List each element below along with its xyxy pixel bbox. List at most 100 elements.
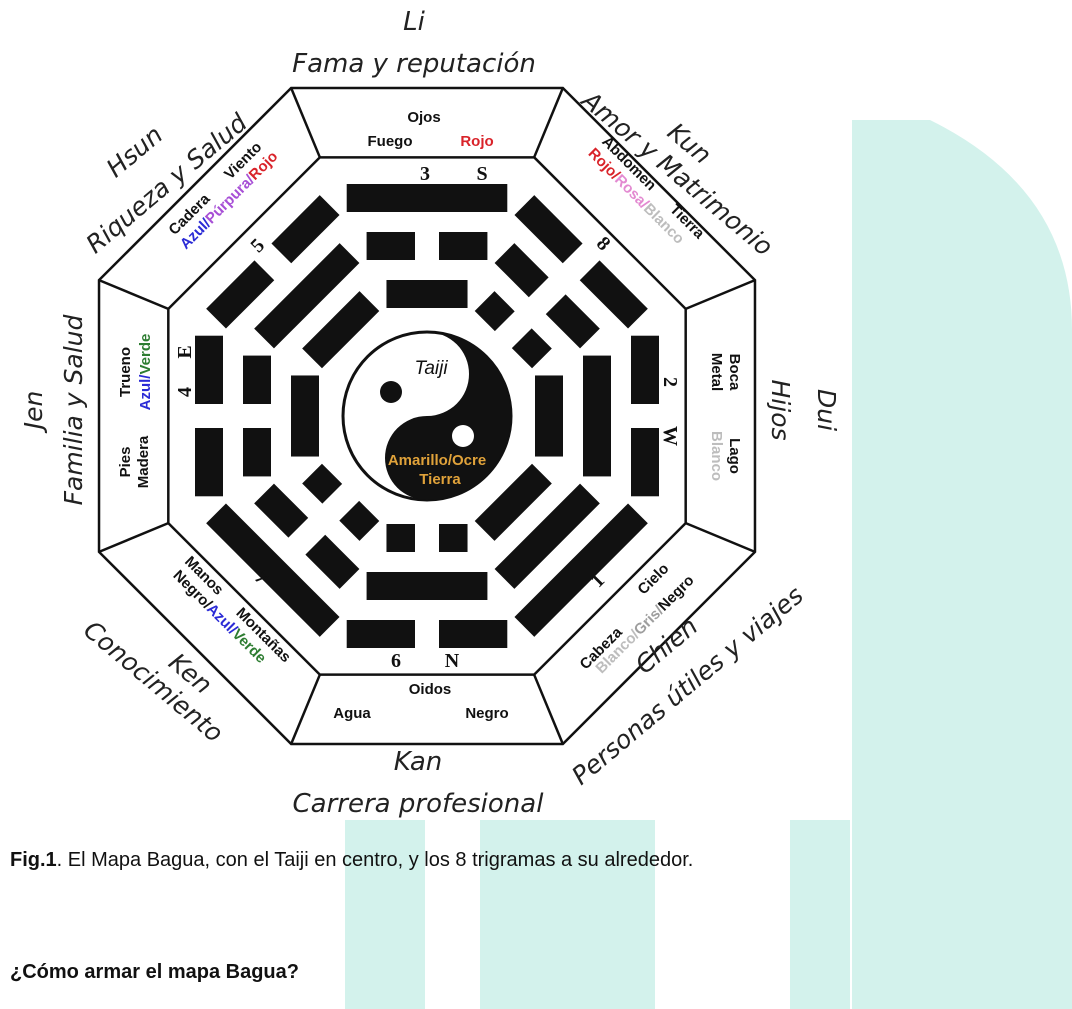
sector-divider — [532, 87, 565, 158]
label-dui: Dui — [812, 389, 841, 431]
trigram-line-solid — [206, 503, 340, 637]
taiji-dark-half — [385, 332, 511, 500]
trigram-southwest — [474, 195, 648, 369]
trigram-line-broken — [243, 428, 271, 477]
trigram-line-broken — [195, 428, 223, 497]
sector-divider — [98, 521, 169, 554]
trigram-north — [346, 524, 508, 648]
trigram-northwest — [474, 463, 648, 637]
east-colors: Azul/Verde — [137, 334, 154, 411]
trigram-line-broken — [305, 534, 360, 589]
trigram-southeast — [206, 195, 380, 369]
north-body: Oidos — [409, 681, 452, 698]
trigram-line-broken — [631, 428, 659, 497]
label-kan: Kan — [394, 747, 443, 777]
south-element: Fuego — [368, 133, 413, 150]
label-carrera: Carrera profesional — [293, 789, 545, 819]
trigram-line-broken — [474, 291, 515, 332]
trigram-line-solid — [494, 483, 600, 589]
trigram-line-broken — [366, 232, 415, 260]
north-color: Negro — [465, 705, 508, 722]
number-south: 3 — [420, 163, 430, 185]
south-color: Rojo — [460, 133, 493, 150]
trigram-line-broken — [439, 620, 508, 648]
teal-block — [852, 120, 1072, 1009]
trigram-line-broken — [439, 232, 488, 260]
west-element-b: Lago — [726, 438, 743, 474]
trigram-line-broken — [195, 335, 223, 404]
trigram-line-broken — [494, 243, 549, 298]
figure-caption: Fig.1. El Mapa Bagua, con el Taiji en ce… — [10, 849, 693, 872]
teal-block — [790, 820, 850, 1009]
taiji-label: Taiji — [414, 358, 448, 379]
caption-fig-number: Fig.1 — [10, 849, 57, 871]
sector-divider — [685, 278, 756, 311]
trigram-west — [535, 335, 659, 497]
sector-north: Oidos Agua Negro — [333, 681, 508, 722]
east-color-blue: Azul/ — [137, 374, 154, 411]
trigram-northeast — [206, 463, 380, 637]
trigram-line-solid — [386, 280, 468, 308]
sector-west: Boca Metal Lago Blanco — [708, 353, 743, 481]
west-element-a: Metal — [708, 353, 725, 391]
trigram-line-broken — [339, 500, 380, 541]
sector-dividers — [98, 87, 756, 745]
east-element-b: Trueno — [117, 347, 134, 397]
trigram-line-broken — [579, 260, 648, 329]
center-color-line2: Tierra — [419, 471, 461, 488]
section-heading: ¿Cómo armar el mapa Bagua? — [10, 961, 299, 983]
teal-shapes — [345, 120, 1072, 1009]
trigram-line-broken — [386, 524, 415, 552]
teal-block — [480, 820, 655, 1009]
trigram-line-solid — [291, 375, 319, 457]
direction-north: N — [445, 650, 460, 672]
trigram-east — [195, 335, 319, 497]
taiji-symbol: Taiji Amarillo/Ocre Tierra — [341, 330, 513, 502]
sector-south: Ojos Fuego Rojo — [368, 109, 494, 150]
label-familia: Familia y Salud — [59, 314, 88, 505]
east-body: Pies — [117, 447, 134, 478]
taiji-dark-dot — [380, 381, 402, 403]
trigram-line-solid — [514, 503, 648, 637]
caption-text: . El Mapa Bagua, con el Taiji en centro,… — [56, 849, 694, 871]
sector-divider — [289, 674, 322, 745]
label-jen: Jen — [19, 391, 48, 435]
trigram-line-solid — [254, 243, 360, 349]
direction-east: E — [174, 345, 196, 358]
trigram-line-broken — [631, 335, 659, 404]
trigram-line-solid — [474, 463, 552, 541]
center-color-line1: Amarillo/Ocre — [388, 452, 486, 469]
sector-divider — [685, 521, 756, 554]
direction-south: S — [476, 163, 487, 185]
label-fama: Fama y reputación — [292, 49, 536, 79]
trigrams — [195, 184, 659, 648]
trigram-line-solid — [346, 184, 508, 212]
trigram-line-broken — [254, 483, 309, 538]
east-color-green: Verde — [137, 334, 154, 375]
north-element: Agua — [333, 705, 371, 722]
direction-west: W — [659, 426, 681, 446]
trigram-south — [346, 184, 508, 308]
label-li: Li — [403, 7, 425, 37]
trigram-line-broken — [346, 620, 415, 648]
sector-divider — [532, 674, 565, 745]
south-body: Ojos — [407, 109, 440, 126]
number-north: 6 — [391, 650, 401, 672]
sector-east: Trueno Azul/Verde Pies Madera — [117, 334, 154, 489]
trigram-line-solid — [535, 375, 563, 457]
trigram-line-solid — [302, 291, 380, 369]
trigram-line-solid — [583, 355, 611, 477]
trigram-line-broken — [514, 195, 583, 264]
number-west: 2 — [659, 377, 681, 387]
west-color: Blanco — [708, 431, 725, 481]
trigram-line-solid — [366, 572, 488, 600]
trigram-line-broken — [439, 524, 468, 552]
taiji-light-dot — [452, 425, 474, 447]
trigram-line-broken — [271, 195, 340, 264]
number-east: 4 — [174, 387, 196, 397]
trigram-line-broken — [243, 355, 271, 404]
trigram-line-broken — [545, 294, 600, 349]
east-element-a: Madera — [135, 435, 152, 488]
